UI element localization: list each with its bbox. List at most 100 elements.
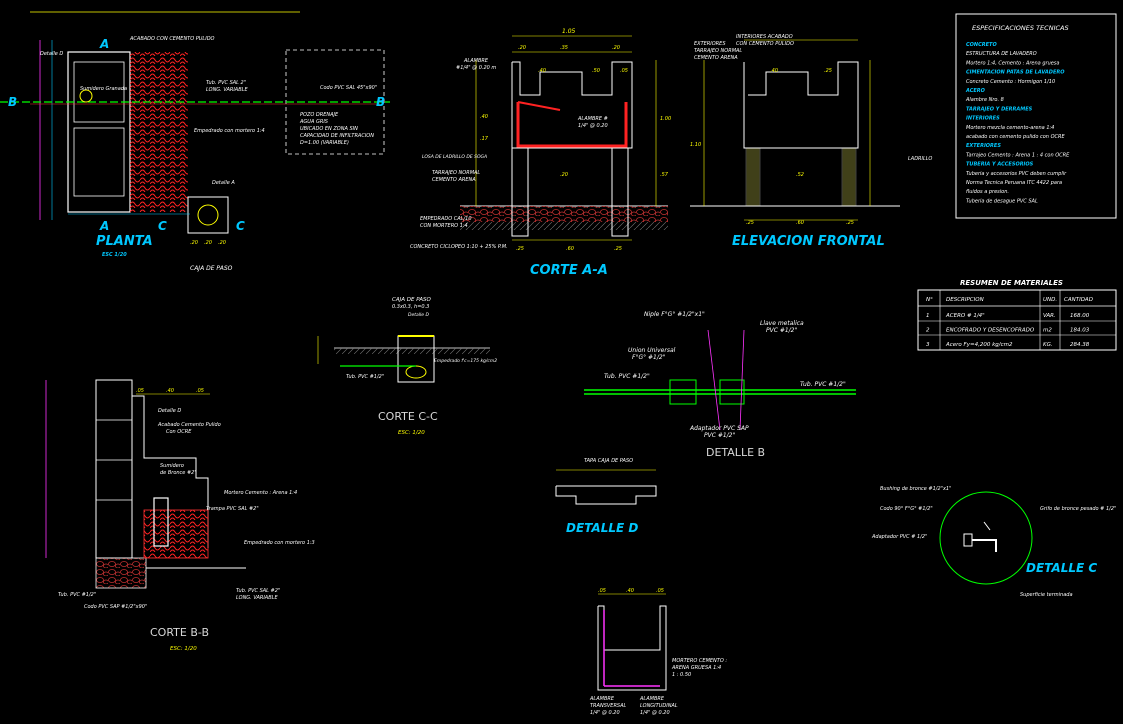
b-note-union-spec: F°G° #1/2": [632, 354, 666, 361]
cc-note-tub: Tub. PVC #1/2": [346, 374, 384, 380]
bottom-note-longitudinal: LONGITUDINAL: [640, 703, 678, 709]
aa-note-losa: LOSA DE LADRILLO DE SOGA: [422, 154, 487, 160]
bb-note-codo: Codo PVC SAP #1/2"x90": [84, 604, 147, 610]
section-mark-a-bottom: A: [99, 219, 109, 233]
detalle-d-view: TAPA CAJA DE PASO DETALLE D: [555, 458, 657, 535]
planta-caja-label: CAJA DE PASO: [190, 265, 233, 272]
section-mark-b-left: B: [8, 95, 17, 109]
bb-note-empedrado: Empedrado con mortero 1:3: [244, 540, 315, 546]
materials-title: RESUMEN DE MATERIALES: [960, 279, 1063, 287]
c-note-bushing: Bushing de bronce #1/2"x1": [880, 486, 951, 492]
el-dim-top-1: .40: [770, 68, 778, 74]
planta-note-long: LONG. VARIABLE: [206, 87, 248, 93]
detalle-d-label: TAPA CAJA DE PASO: [584, 458, 633, 464]
aa-note-tarrajeo: TARRAJEO NORMAL: [432, 170, 480, 176]
aa-dim-bot-1: .25: [516, 246, 524, 252]
bb-dim-1: .05: [136, 388, 144, 394]
aa-dim-mid-3: .05: [620, 68, 628, 74]
bb-note-ocre: Con OCRE: [166, 429, 192, 435]
spec-line-12: Tarrajeo Cemento : Arena 1 : 4 con OCRE: [966, 152, 1070, 158]
bb-note-trampa: Trampa PVC SAL #2": [206, 506, 259, 512]
el-dim-bot-3: .25: [846, 220, 854, 226]
cc-note-detalle-d: Detalle D: [408, 312, 429, 318]
materials-cell-1-1: ENCOFRADO Y DESENCOFRADO: [946, 328, 1035, 334]
aa-note-alambre-spec: #1/4" @ 0.20 m: [456, 65, 496, 71]
planta-title: PLANTA: [96, 234, 153, 249]
el-dim-top-2: .25: [824, 68, 832, 74]
bb-note-long: LONG. VARIABLE: [236, 595, 278, 601]
bb-note-tub-pvc: Tub. PVC #1/2": [58, 592, 96, 598]
corte-aa-view: 1.05 .20 .35 .20 .40 .50 .05 .25 .60 .25…: [410, 28, 671, 278]
spec-line-14: Tuberia y accesorios PVC deben cumplir: [966, 171, 1067, 177]
bottom-section-view: .05 .40 .05 MORTERO CEMENTO : ARENA GRUE…: [589, 588, 727, 716]
aa-dim-bot-3: .25: [614, 246, 622, 252]
bb-note-tub-sal: Tub. PVC SAL #2": [236, 588, 280, 594]
aa-dim-mid-1: .40: [538, 68, 546, 74]
detalle-c-view: Bushing de bronce #1/2"x1" Codo 90° F°G°…: [871, 486, 1116, 598]
materials-cell-1-2: m2: [1043, 328, 1052, 334]
bottom-note-spec-t: 1/4" @ 0.20: [590, 710, 620, 716]
el-note-exteriores: EXTERIORES: [694, 41, 726, 47]
planta-note-codo: Codo PVC SAL 45"x90": [320, 85, 377, 91]
aa-dim-left-2: .17: [480, 136, 489, 142]
bottom-note-arena: ARENA GRUESA 1:4: [671, 665, 721, 671]
corte-aa-title: CORTE A-A: [530, 263, 608, 278]
b-note-niple: Niple F°G° #1/2"x1": [644, 311, 705, 318]
spec-line-11: EXTERIORES: [966, 143, 1001, 149]
spec-line-3: CIMENTACION PATAS DE LAVADERO: [966, 70, 1065, 76]
materials-cell-2-0: 3: [926, 342, 930, 348]
el-dim-bot-2: .60: [796, 220, 804, 226]
spec-line-13: TUBERIA Y ACCESORIOS: [966, 162, 1034, 168]
b-note-adaptador: Adaptador PVC SAP: [689, 425, 749, 432]
corte-cc-view: CAJA DE PASO 0.3x0.3, h=0.3 Detalle D Em…: [317, 297, 497, 436]
el-dim-total: 1.10: [690, 142, 701, 148]
el-note-pulido: CON CEMENTO PULIDO: [736, 41, 794, 47]
c-note-adaptador: Adaptador PVC # 1/2": [871, 534, 927, 540]
materials-header-3: CANTIDAD: [1064, 297, 1093, 303]
aa-note-alambre2: ALAMBRE #: [577, 116, 608, 122]
planta-note-ubicado: UBICADO EN ZONA SIN: [300, 126, 358, 132]
bb-dim-3: .05: [196, 388, 204, 394]
b-note-tub-left: Tub. PVC #1/2": [604, 373, 650, 380]
corte-bb-scale: ESC: 1/20: [170, 646, 197, 652]
planta-note-agua: AGUA GRIS: [299, 119, 329, 125]
corte-cc-title: CORTE C-C: [378, 410, 438, 423]
el-note-tarrajeo: TARRAJEO NORMAL: [694, 48, 742, 54]
corte-bb-view: .05 .40 .05 Detalle D Acabado Cemento Pu…: [45, 379, 315, 652]
bottom-note-transversal: TRANSVERSAL: [590, 703, 627, 709]
bb-note-sumidero: Sumidero: [160, 463, 184, 469]
materials-cell-2-1: Acero Fy=4,200 kg/cm2: [945, 342, 1013, 348]
aa-dim-top-1: .20: [518, 45, 526, 51]
materials-header-1: DESCRIPCION: [946, 297, 984, 303]
aa-note-cemento: CEMENTO ARENA: [432, 177, 476, 183]
materials-cell-2-2: KG.: [1043, 342, 1053, 348]
planta-note-detalle-a: Detalle A: [212, 180, 235, 186]
aa-note-ciclopeo: CONCRETO CICLOPEO 1:10 + 25% P.M.: [410, 244, 508, 250]
cc-note-size: 0.3x0.3, h=0.3: [392, 304, 429, 310]
bottom-note-alambre-t: ALAMBRE: [589, 696, 615, 702]
materials-cell-0-1: ACERO # 1/4": [945, 313, 985, 319]
spec-line-7: TARRAJEO Y DERRAMES: [966, 106, 1033, 112]
spec-line-2: Mortero 1:4, Cemento : Arena gruesa: [966, 60, 1059, 66]
planta-note-diam: D=1.00 (VARIABLE): [300, 140, 349, 146]
materials-cell-1-3: 184.03: [1070, 328, 1090, 334]
b-note-union: Union Universal: [628, 347, 676, 354]
planta-scale: ESC 1/20: [102, 252, 127, 258]
bb-note-acabado: Acabado Cemento Pulido: [157, 422, 221, 428]
dd-dim-3: .05: [656, 588, 664, 594]
b-note-adaptador-spec: PVC #1/2": [704, 432, 736, 439]
caja-dim-1: .20: [190, 240, 198, 246]
dd-dim-2: .40: [626, 588, 634, 594]
section-mark-c-right: C: [236, 219, 245, 233]
bottom-note-spec-l: 1/4" @ 0.20: [640, 710, 670, 716]
bottom-note-ratio: 1 : 0.50: [672, 672, 691, 678]
planta-view: A A B B C C Detalle D ACABADO CON CEMENT…: [0, 11, 390, 272]
dd-dim-1: .05: [598, 588, 606, 594]
aa-note-mortero: CON MORTERO 1:4: [420, 223, 468, 229]
aa-note-alambre: ALAMBRE: [463, 58, 489, 64]
c-note-superficie: Superficie terminada: [1020, 592, 1073, 598]
corte-cc-scale: ESC: 1/20: [398, 430, 425, 436]
section-mark-a-top: A: [99, 37, 109, 51]
el-dim-bot-1: .25: [746, 220, 754, 226]
